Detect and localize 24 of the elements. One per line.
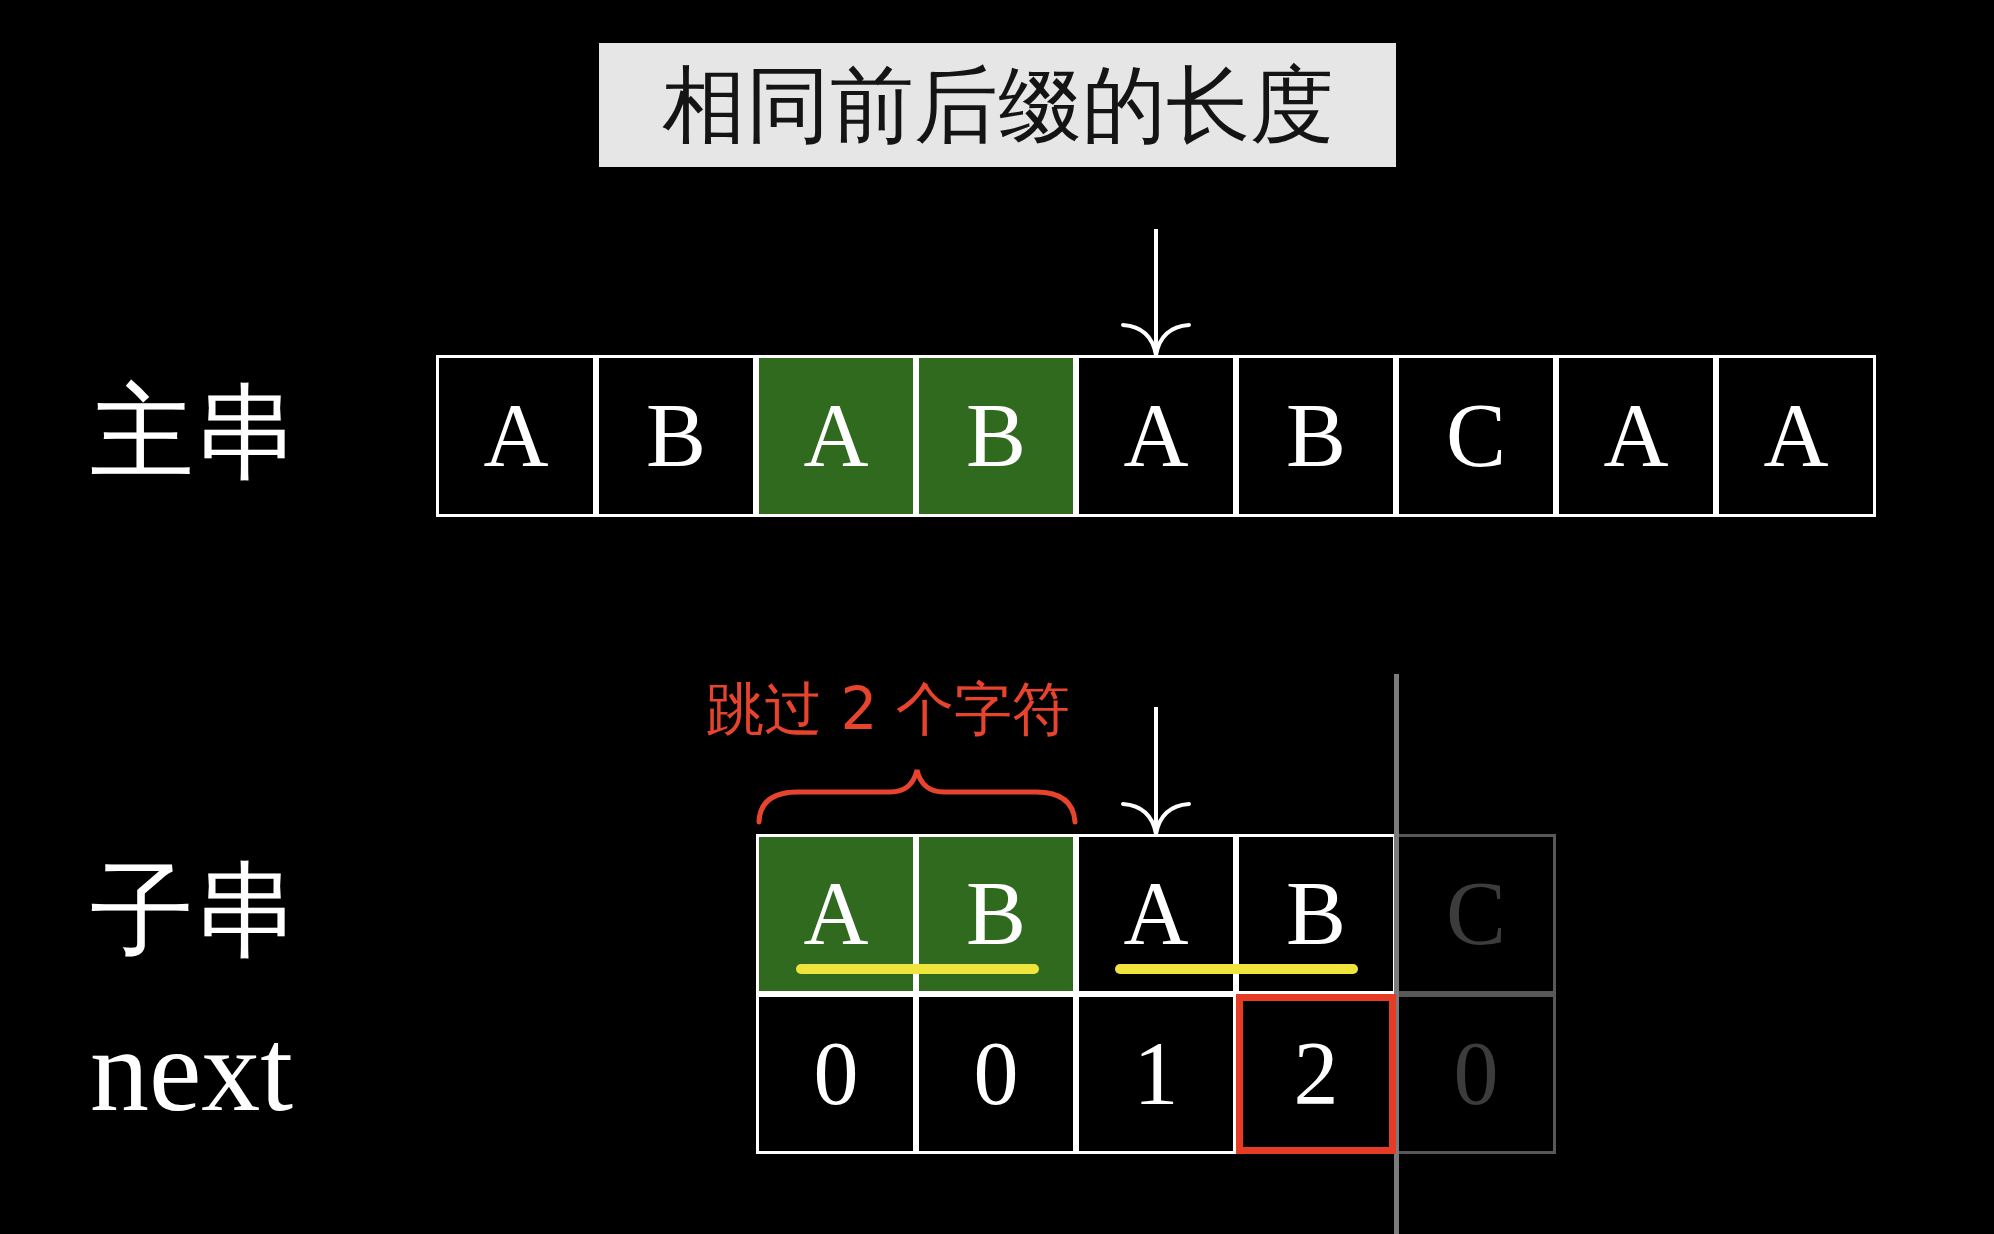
dimmed-number-cell: 0 — [1396, 994, 1556, 1154]
shaded-letter-cell: B — [916, 355, 1076, 517]
shaded-letter-cell: A — [756, 834, 916, 994]
letter-cell: A — [1556, 355, 1716, 517]
number-cell: 0 — [756, 994, 916, 1154]
letter-cell: B — [596, 355, 756, 517]
highlighted-number-cell: 2 — [1236, 994, 1396, 1154]
letter-cell: C — [1396, 355, 1556, 517]
shaded-letter-cell: B — [916, 834, 1076, 994]
letter-cell: A — [1716, 355, 1876, 517]
annotation-text: 跳过 2 个字符 — [706, 680, 1070, 738]
title-banner: 相同前后缀的长度 — [599, 43, 1396, 167]
row-label: next — [90, 1012, 294, 1130]
dimmed-letter-cell: C — [1396, 834, 1556, 994]
letter-cell: A — [436, 355, 596, 517]
letter-cell: A — [1076, 355, 1236, 517]
letter-cell: B — [1236, 834, 1396, 994]
row-label: 主串 — [90, 380, 298, 484]
number-cell: 0 — [916, 994, 1076, 1154]
letter-cell: B — [1236, 355, 1396, 517]
row-label: 子串 — [90, 858, 298, 962]
letter-cell: A — [1076, 834, 1236, 994]
shaded-letter-cell: A — [756, 355, 916, 517]
number-cell: 1 — [1076, 994, 1236, 1154]
